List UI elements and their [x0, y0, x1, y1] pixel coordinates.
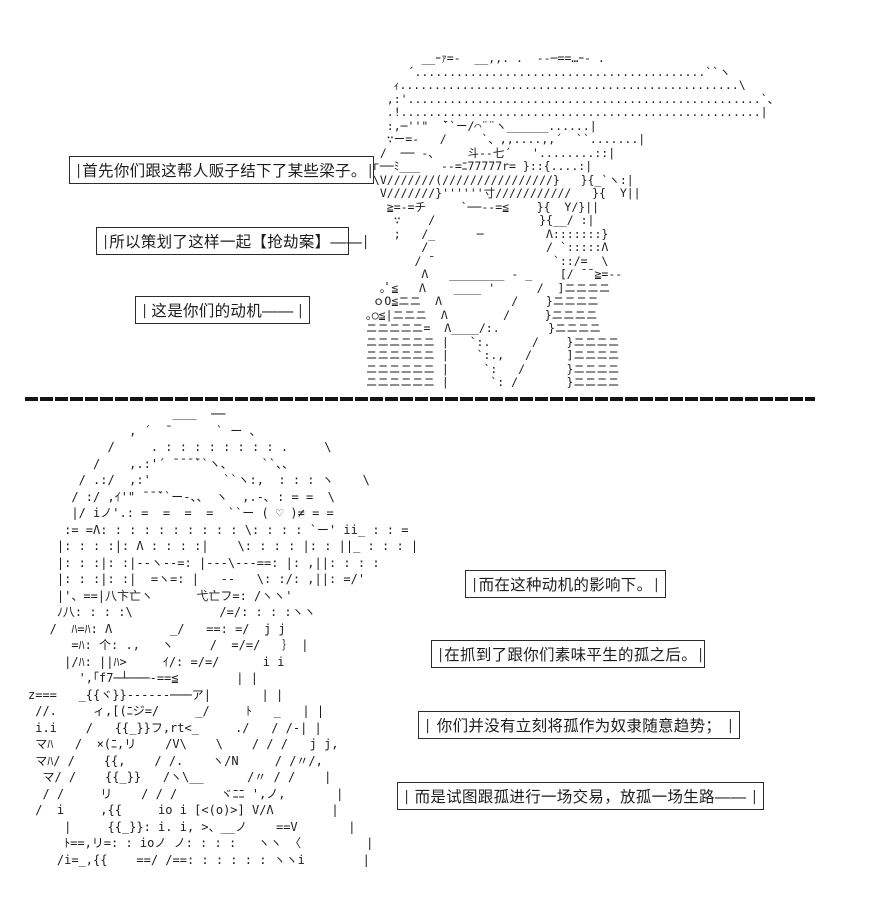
bubble-right-tick: | — [652, 575, 660, 593]
dialogue-text-2: 所以策划了这样一起【抢劫案】—— — [109, 234, 363, 251]
dialogue-text-6: 你们并没有立刻将孤作为奴隶随意趋势； — [436, 718, 722, 735]
dialogue-box-2: | 所以策划了这样一起【抢劫案】—— | — [96, 227, 369, 255]
bubble-right-tick: | — [726, 716, 734, 734]
bubble-left-tick: | — [102, 232, 110, 250]
dialogue-text-7: 而是试图跟孤进行一场交易，放孤一场生路—— — [414, 789, 747, 806]
dialogue-text-1: 首先你们跟这帮人贩子结下了某些梁子。 — [82, 163, 367, 180]
bubble-right-tick: | — [750, 787, 758, 805]
bubble-right-tick: | — [697, 645, 705, 663]
dialogue-box-5: | 在抓到了跟你们素味平生的孤之后。 | — [431, 640, 705, 668]
bubble-left-tick: | — [141, 301, 149, 319]
bubble-right-tick: | — [366, 161, 374, 179]
dialogue-box-1: | 首先你们跟这帮人贩子结下了某些梁子。 | — [69, 156, 374, 184]
bubble-left-tick: | — [403, 787, 411, 805]
dialogue-text-4: 而在这种动机的影响下。 — [478, 577, 653, 594]
ascii-art-bottom-character: ＿＿ ── , ´ ̄ ` ー 、 / . : : : : : : : : . … — [28, 407, 419, 867]
dialogue-box-7: | 而是试图跟孤进行一场交易，放孤一场生路—— | — [397, 782, 764, 810]
dialogue-box-6: | 你们并没有立刻将孤作为奴隶随意趋势； | — [418, 711, 740, 739]
bubble-left-tick: | — [437, 645, 445, 663]
scene-divider-line — [25, 397, 815, 401]
bubble-left-tick: | — [424, 716, 432, 734]
bubble-left-tick: | — [471, 575, 479, 593]
dialogue-box-4: | 而在这种动机的影响下。 | — [465, 570, 666, 598]
dialogue-box-3: | 这是你们的动机—— | — [135, 296, 310, 324]
bubble-right-tick: | — [362, 232, 370, 250]
ascii-art-top-character: __ｰｧ=- __,,. . --─==…ｰ- . ´.............… — [366, 51, 780, 389]
dialogue-text-5: 在抓到了跟你们素味平生的孤之后。 — [444, 647, 698, 664]
bubble-right-tick: | — [296, 301, 304, 319]
dialogue-text-3: 这是你们的动机—— — [151, 303, 294, 320]
bubble-left-tick: | — [75, 161, 83, 179]
